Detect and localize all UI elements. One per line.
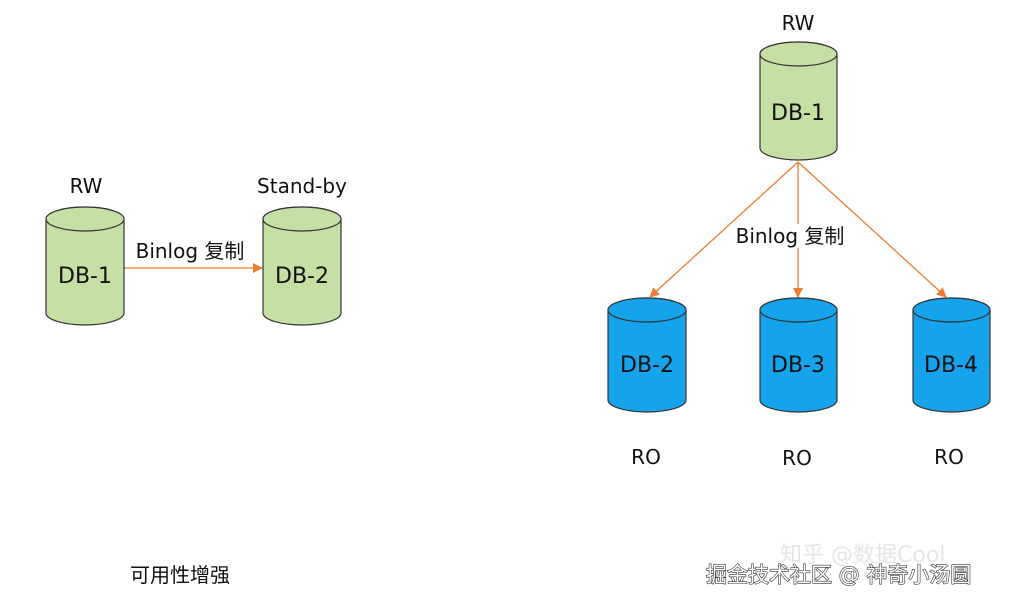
left-db2-role: Stand-by bbox=[257, 174, 347, 198]
left-caption: 可用性增强 bbox=[130, 563, 230, 587]
cylinder-top bbox=[759, 297, 838, 323]
edge-to-db2 bbox=[649, 161, 799, 298]
left-db1-cylinder bbox=[45, 206, 125, 326]
right-db3-cylinder bbox=[759, 297, 838, 413]
watermark-juejin: 掘金技术社区 @ 神奇小汤圆 bbox=[706, 563, 971, 587]
right-db1-label: DB-1 bbox=[771, 101, 825, 126]
right-db3-role: RO bbox=[782, 446, 812, 470]
cylinder-top bbox=[45, 206, 125, 232]
cylinder-top bbox=[262, 206, 342, 232]
watermark-zhihu: 知乎 @数据Cool bbox=[780, 543, 945, 568]
cylinder-top bbox=[759, 41, 838, 67]
edge-to-db4 bbox=[797, 161, 947, 298]
left-edge-label: Binlog 复制 bbox=[136, 239, 245, 263]
right-db2-role: RO bbox=[631, 445, 661, 469]
left-db1-label: DB-1 bbox=[58, 264, 112, 289]
right-db1-cylinder bbox=[759, 41, 838, 161]
left-db2-label: DB-2 bbox=[275, 264, 329, 289]
right-edge-label: Binlog 复制 bbox=[736, 224, 845, 248]
left-db2-cylinder bbox=[262, 206, 342, 326]
right-db1-role: RW bbox=[782, 11, 815, 35]
cylinder-top bbox=[607, 297, 687, 323]
left-db1-role: RW bbox=[70, 174, 103, 198]
right-db4-role: RO bbox=[934, 445, 964, 469]
right-db4-label: DB-4 bbox=[924, 353, 978, 378]
right-db3-label: DB-3 bbox=[771, 353, 825, 378]
right-db4-cylinder bbox=[912, 297, 991, 413]
right-db2-cylinder bbox=[607, 297, 687, 413]
cylinder-top bbox=[912, 297, 991, 323]
right-db2-label: DB-2 bbox=[620, 353, 674, 378]
